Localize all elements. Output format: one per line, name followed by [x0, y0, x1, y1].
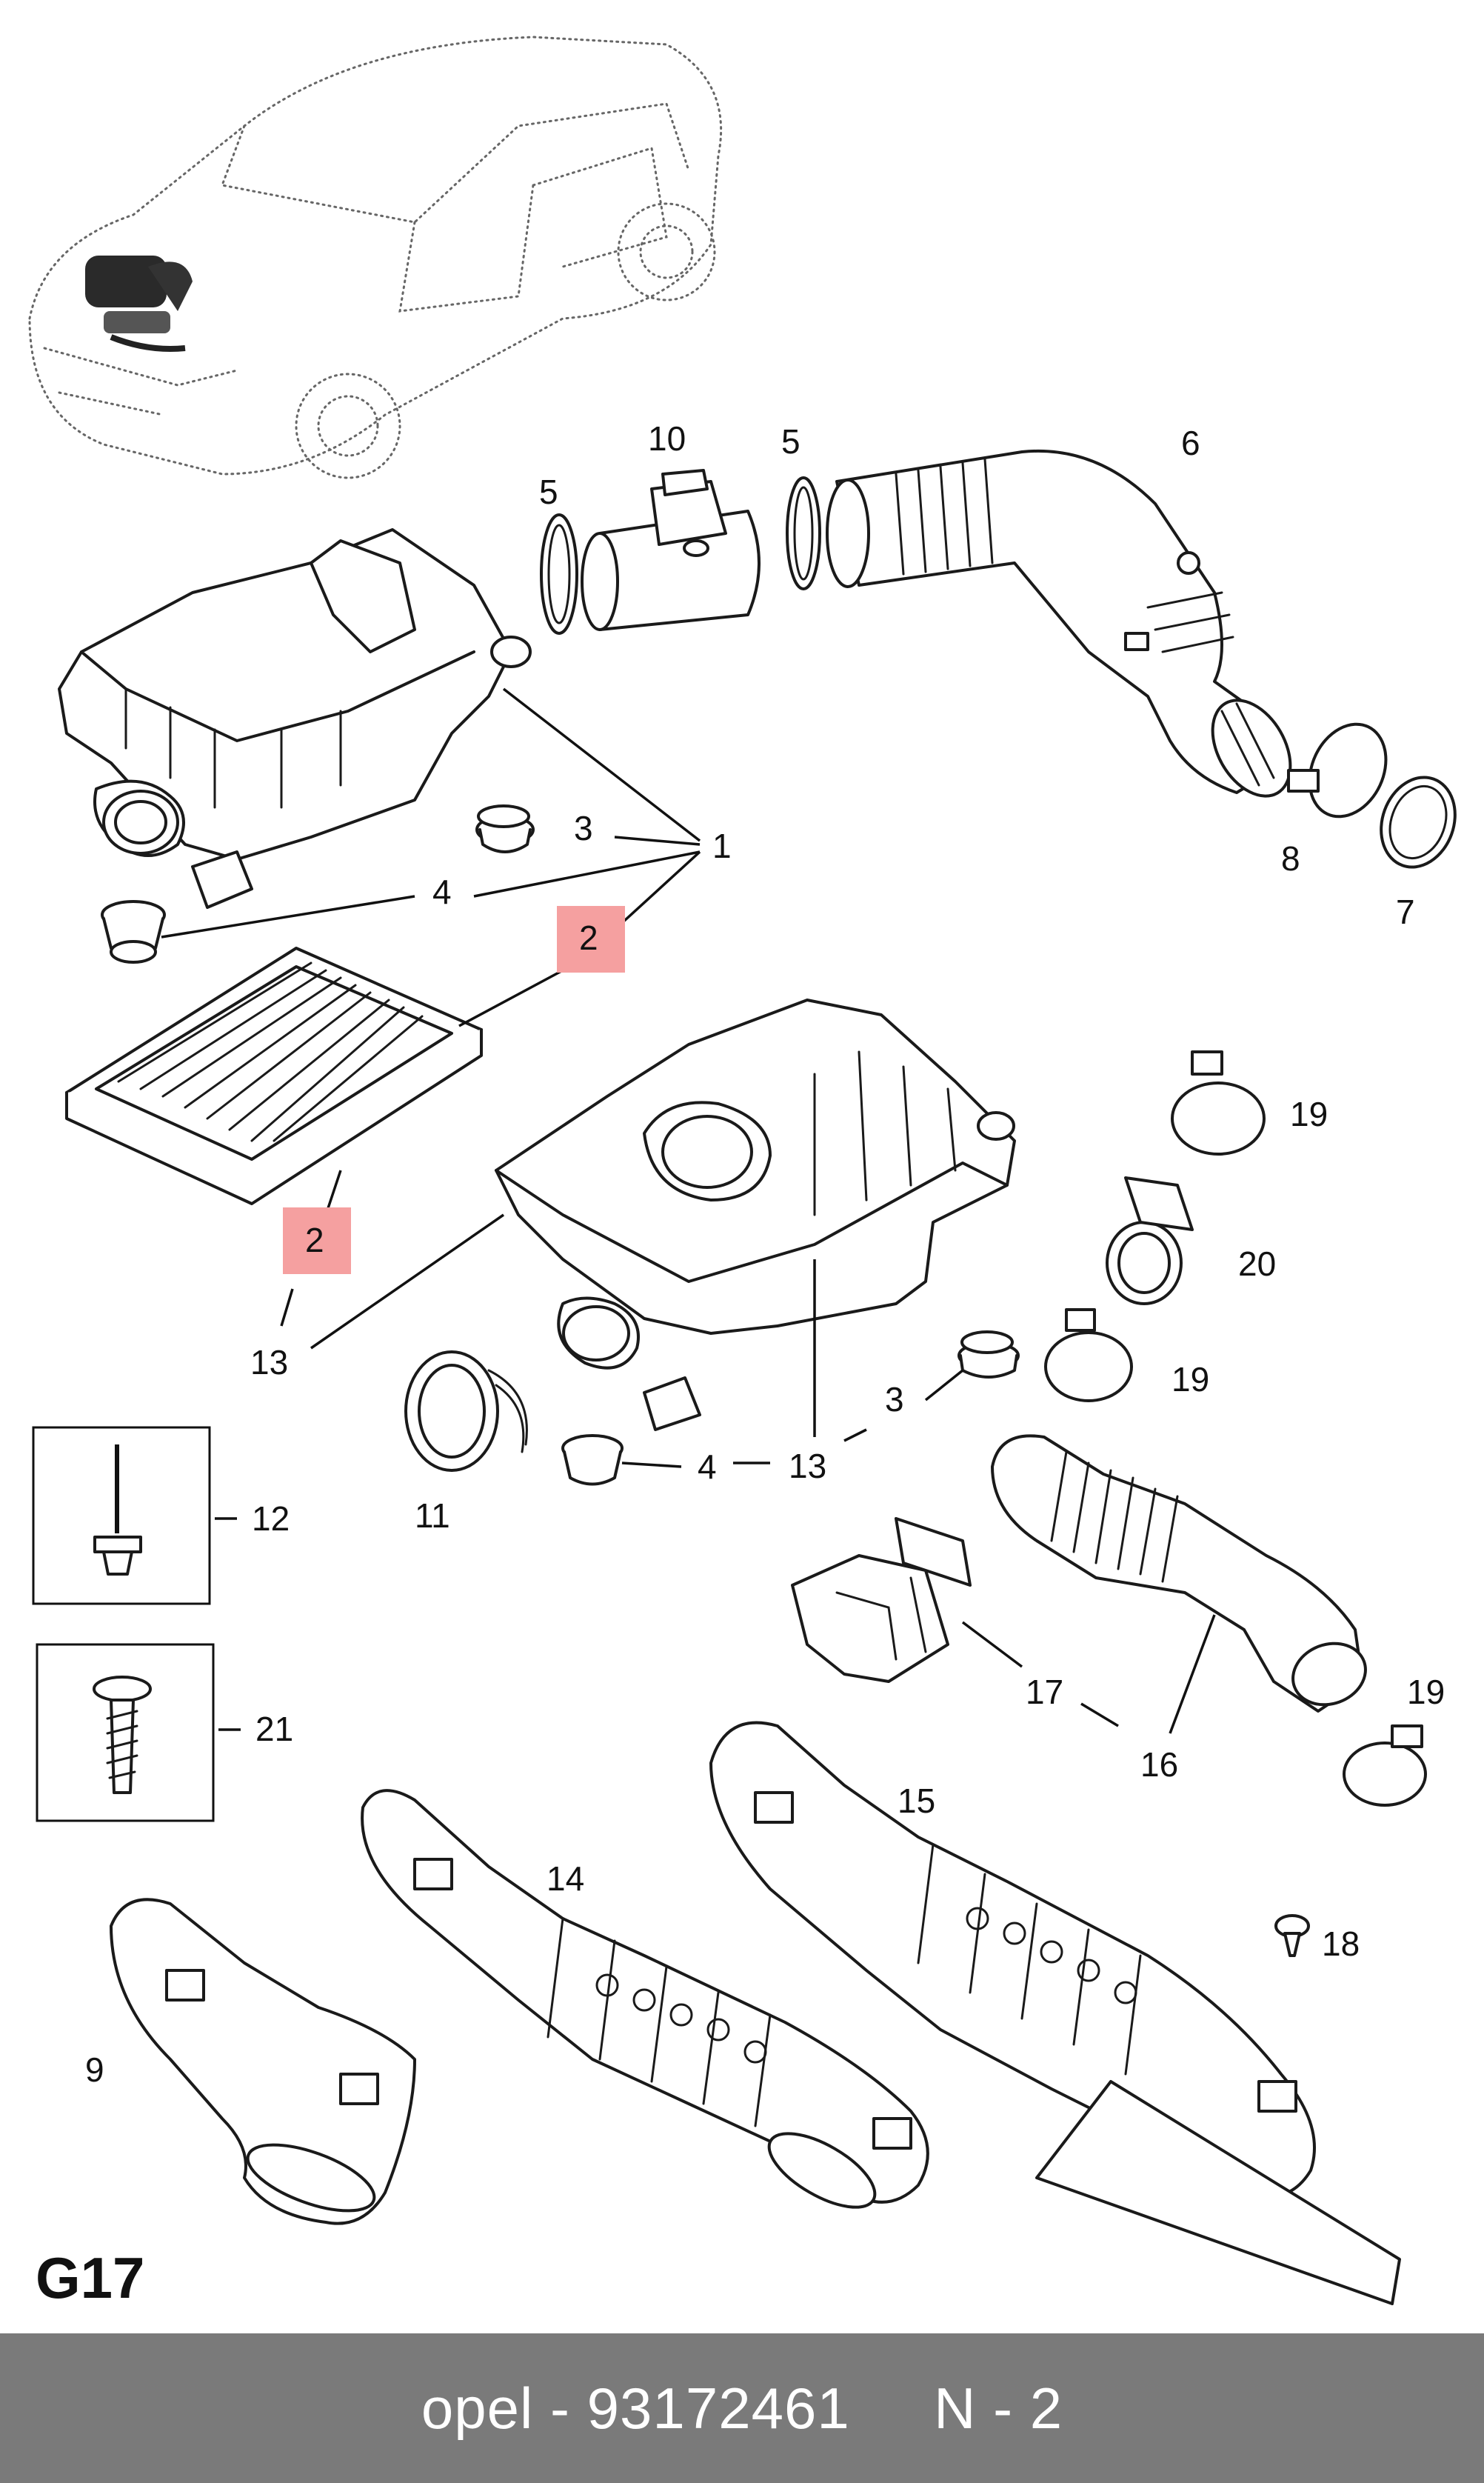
- intake-duct-14: [361, 1789, 929, 2209]
- air-filter-element-2: [65, 947, 483, 1205]
- callout-1: 1: [712, 827, 732, 865]
- air-filter-housing-lower: [495, 999, 1016, 1431]
- highlight-part-2-lower: [283, 1207, 351, 1274]
- sleeve-4-lower: [561, 1434, 624, 1486]
- diagram-group-label: G17: [36, 2245, 145, 2310]
- callout-5-left: 5: [539, 473, 558, 511]
- clamp-19-middle: [1044, 1308, 1133, 1402]
- callout-15: 15: [898, 1782, 935, 1820]
- clamp-5-left: [540, 513, 578, 635]
- seal-ring-7: [1380, 776, 1457, 869]
- callout-14: 14: [547, 1859, 584, 1898]
- callout-19-lower: 19: [1407, 1673, 1445, 1711]
- clamp-19-lower: [1343, 1724, 1427, 1807]
- callout-9: 9: [85, 2050, 104, 2089]
- exploded-parts-diagram: 1 2 2 3 3 4 4 5 5 6 7 8 9 10 11 12 13 13…: [28, 36, 1457, 2305]
- callout-21: 21: [255, 1710, 293, 1748]
- callout-3-upper: 3: [574, 809, 593, 847]
- clip-18: [1274, 1914, 1310, 1957]
- callout-11: 11: [415, 1496, 450, 1535]
- sleeve-4-upper: [101, 900, 166, 964]
- callout-13-right: 13: [789, 1447, 826, 1485]
- callout-4-lower: 4: [698, 1447, 717, 1486]
- highlight-part-2-upper: [557, 906, 625, 973]
- callout-5-right: 5: [781, 422, 801, 461]
- grommet-3-upper: [475, 804, 535, 853]
- intake-duct-15: [709, 1721, 1401, 2305]
- callout-13-left: 13: [250, 1343, 288, 1382]
- callout-10: 10: [648, 419, 686, 458]
- clamp-8: [1287, 722, 1388, 819]
- callout-19-middle: 19: [1172, 1360, 1209, 1399]
- rivet-12-box: [32, 1426, 211, 1605]
- screw-21-box: [36, 1643, 215, 1822]
- vehicle-overview-illustration: [28, 36, 723, 479]
- air-filter-housing-upper: [58, 528, 532, 909]
- callout-labels: 1 2 2 3 3 4 4 5 5 6 7 8 9 10 11 12 13 13…: [85, 419, 1445, 2089]
- mass-airflow-sensor-20: [1106, 1176, 1194, 1305]
- intake-connector-11: [404, 1350, 528, 1472]
- grommet-3-lower: [957, 1330, 1020, 1379]
- callout-2-lower: 2: [305, 1221, 324, 1259]
- intake-duct-16: [991, 1434, 1367, 1713]
- callout-20: 20: [1238, 1244, 1276, 1283]
- callout-16: 16: [1140, 1745, 1178, 1784]
- callout-6: 6: [1181, 424, 1200, 462]
- callout-18: 18: [1322, 1924, 1360, 1963]
- callout-12: 12: [252, 1499, 290, 1538]
- footer-bar: opel - 93172461 N - 2: [0, 2333, 1484, 2483]
- callout-8: 8: [1281, 839, 1300, 878]
- clamp-19-upper: [1171, 1050, 1266, 1156]
- callout-4-upper: 4: [432, 873, 452, 911]
- intake-duct-6: [826, 449, 1292, 798]
- callout-3-lower: 3: [885, 1380, 904, 1419]
- mass-airflow-sensor-10: [581, 469, 761, 631]
- leader-lines: [161, 687, 1216, 1734]
- bracket-17: [791, 1517, 972, 1683]
- callout-7: 7: [1396, 893, 1415, 931]
- clamp-5-right: [786, 476, 821, 590]
- callout-2-upper: 2: [579, 919, 598, 957]
- callout-19-upper: 19: [1290, 1095, 1328, 1133]
- intake-duct-9: [110, 1898, 416, 2225]
- callout-17: 17: [1026, 1673, 1063, 1711]
- footer-part-number: opel - 93172461 N - 2: [421, 2375, 1063, 2441]
